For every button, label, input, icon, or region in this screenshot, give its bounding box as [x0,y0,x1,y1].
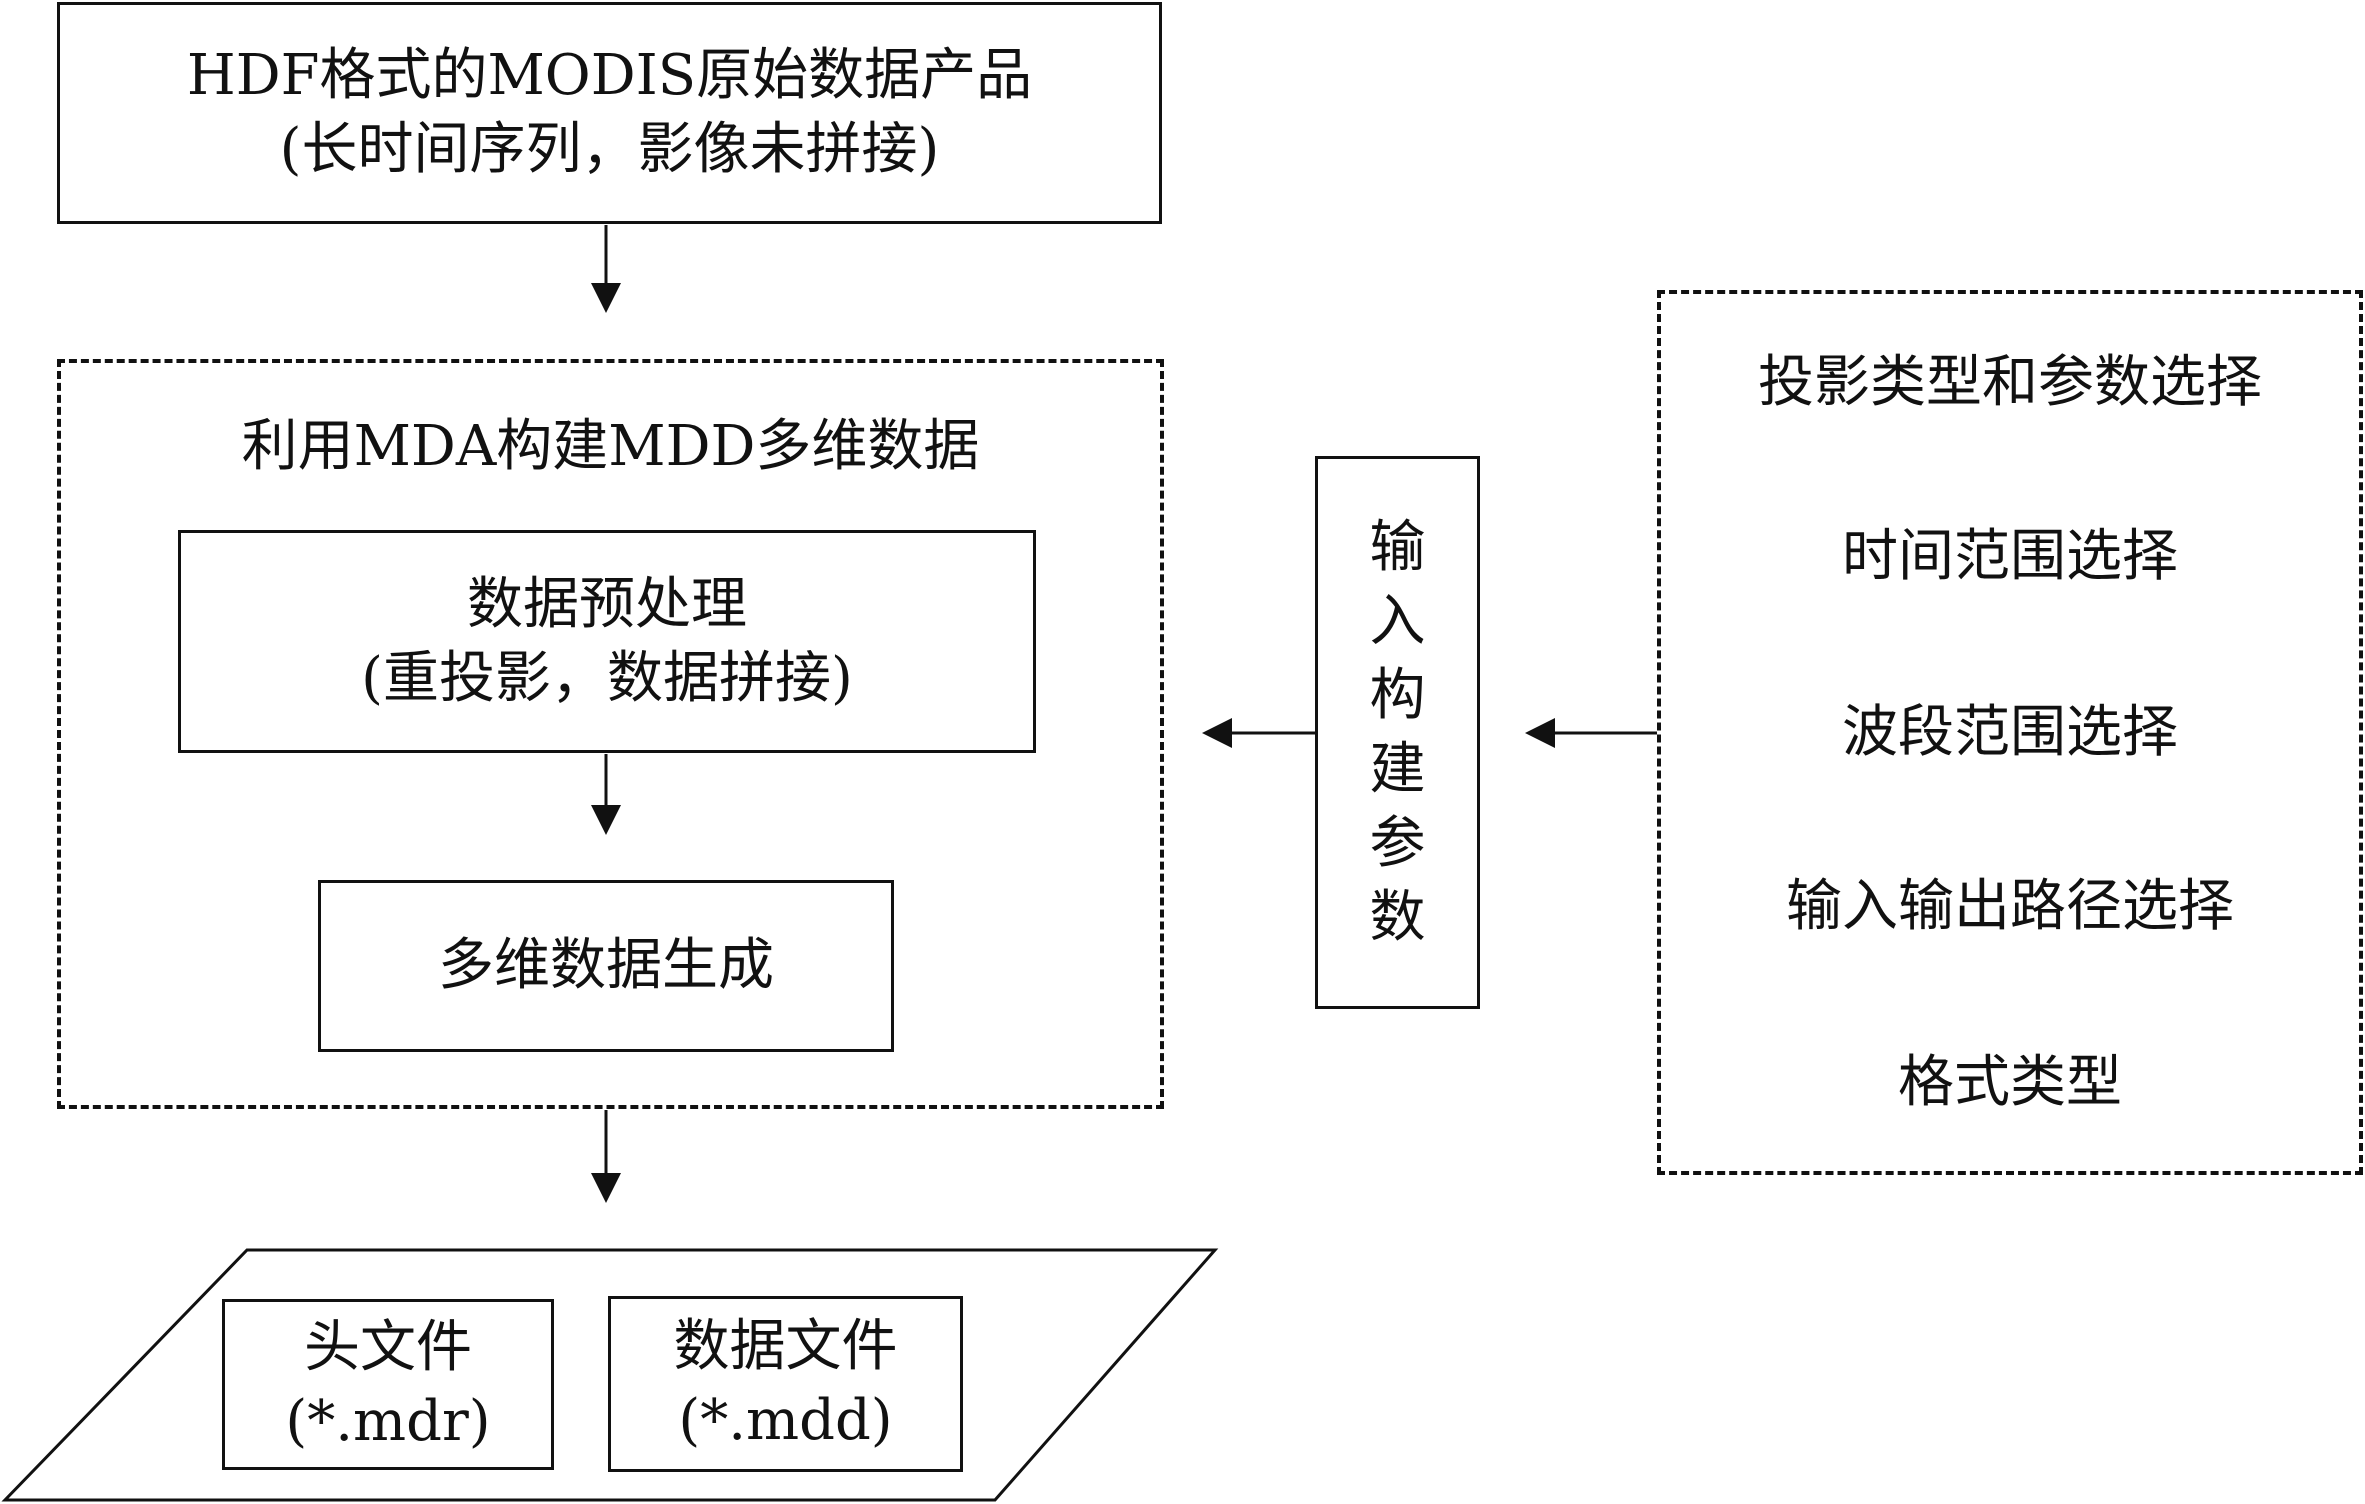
source-data-line2: (长时间序列，影像未拼接) [279,117,940,182]
data-file-box: 数据文件 (*.mdd) [608,1296,963,1472]
preprocess-box: 数据预处理 (重投影，数据拼接) [178,530,1036,753]
source-data-box: HDF格式的MODIS原始数据产品 (长时间序列，影像未拼接) [57,2,1162,224]
option-time-range: 时间范围选择 [1842,524,2178,589]
preprocess-line2: (重投影，数据拼接) [361,645,853,711]
output-parallelogram [1,1248,1219,1502]
options-group [1657,290,2363,1175]
option-projection: 投影类型和参数选择 [1758,350,2262,415]
header-file-box: 头文件 (*.mdr) [222,1299,554,1470]
build-params-char: 构 [1369,662,1426,728]
generate-label: 多维数据生成 [438,933,774,998]
build-params-char: 入 [1369,588,1426,654]
header-file-ext: (*.mdr) [285,1388,491,1454]
option-band-range: 波段范围选择 [1842,700,2178,765]
header-file-name: 头文件 [304,1314,472,1380]
build-params-box: 输 入 构 建 参 数 [1315,456,1480,1009]
mda-group [57,359,1164,1109]
build-params-char: 参 [1369,810,1426,876]
mda-group-title: 利用MDA构建MDD多维数据 [241,414,980,479]
option-io-path: 输入输出路径选择 [1786,874,2234,939]
generate-box: 多维数据生成 [318,880,894,1052]
build-params-char: 输 [1369,514,1426,580]
option-format-type: 格式类型 [1898,1050,2122,1115]
build-params-char: 数 [1369,884,1426,950]
preprocess-line1: 数据预处理 [467,571,747,637]
build-params-char: 建 [1369,736,1426,802]
data-file-name: 数据文件 [673,1314,898,1379]
data-file-ext: (*.mdd) [678,1388,893,1453]
source-data-line1: HDF格式的MODIS原始数据产品 [186,43,1033,108]
